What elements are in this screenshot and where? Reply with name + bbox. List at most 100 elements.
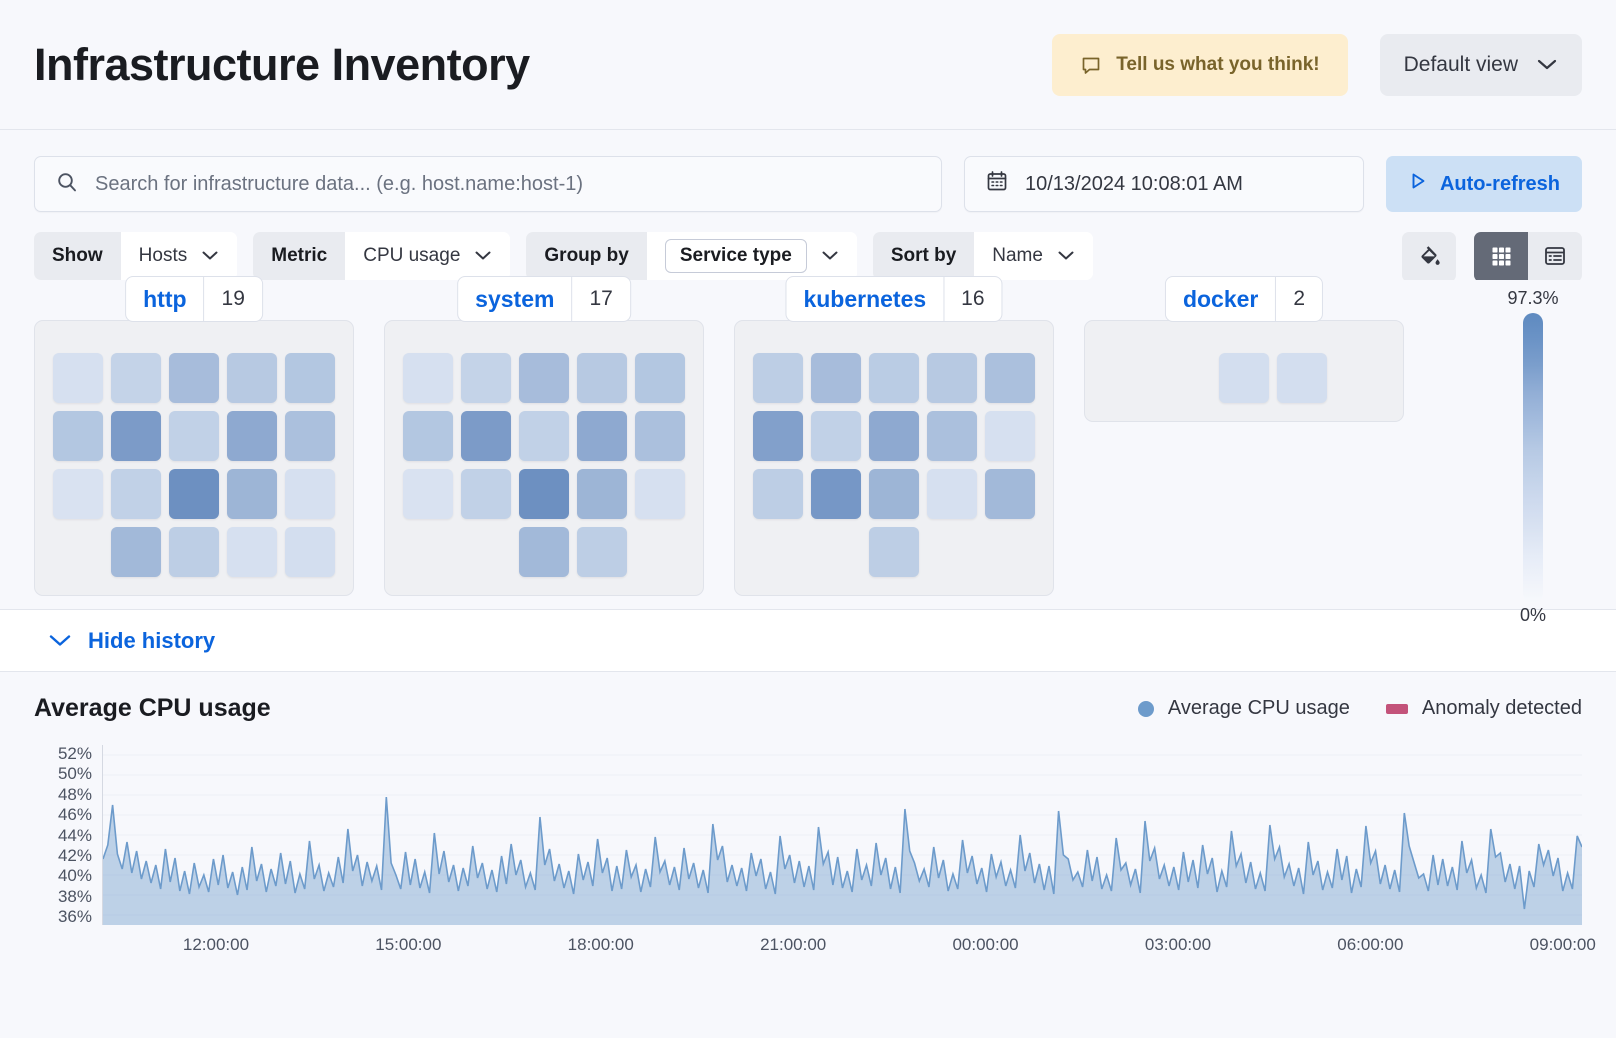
- host-tile[interactable]: [635, 469, 685, 519]
- host-tile[interactable]: [227, 527, 277, 577]
- filter-show: Show Hosts: [34, 232, 238, 280]
- host-tile[interactable]: [519, 469, 569, 519]
- palette-button[interactable]: [1402, 232, 1456, 282]
- host-tile[interactable]: [519, 527, 569, 577]
- host-tile[interactable]: [403, 469, 453, 519]
- comment-icon: [1080, 54, 1102, 76]
- host-tile[interactable]: [53, 353, 103, 403]
- tile-grid: [53, 353, 335, 577]
- host-tile[interactable]: [869, 353, 919, 403]
- host-tile[interactable]: [577, 469, 627, 519]
- host-tile[interactable]: [577, 527, 627, 577]
- host-tile[interactable]: [111, 353, 161, 403]
- host-tile[interactable]: [53, 469, 103, 519]
- search-row: 10/13/2024 10:08:01 AM Auto-refresh: [34, 156, 1582, 212]
- filter-show-label: Show: [34, 232, 121, 280]
- chart-plot-area[interactable]: [102, 745, 1582, 925]
- group-name-label: docker: [1182, 285, 1259, 312]
- host-tile[interactable]: [285, 527, 335, 577]
- host-tile[interactable]: [811, 353, 861, 403]
- host-tile[interactable]: [869, 411, 919, 461]
- host-tile[interactable]: [461, 411, 511, 461]
- filter-sort-by-value[interactable]: Name: [974, 232, 1093, 280]
- host-tile[interactable]: [1277, 353, 1327, 403]
- chart-area-fill: [103, 797, 1582, 925]
- host-tile[interactable]: [927, 411, 977, 461]
- y-tick-label: 40%: [57, 866, 92, 886]
- filter-metric-value[interactable]: CPU usage: [345, 232, 511, 280]
- host-tile[interactable]: [985, 411, 1035, 461]
- filter-group-by-value[interactable]: Service type: [646, 232, 857, 280]
- host-tile[interactable]: [169, 469, 219, 519]
- host-tile[interactable]: [753, 469, 803, 519]
- view-select-label: Default view: [1403, 52, 1518, 76]
- host-tile[interactable]: [227, 469, 277, 519]
- list-view-button[interactable]: [1528, 232, 1582, 282]
- host-tile[interactable]: [169, 411, 219, 461]
- host-tile[interactable]: [577, 353, 627, 403]
- group-title-docker[interactable]: docker 2: [1164, 276, 1324, 322]
- host-tile[interactable]: [635, 411, 685, 461]
- filter-group-by-label: Group by: [526, 232, 647, 280]
- host-tile[interactable]: [227, 411, 277, 461]
- host-tile[interactable]: [985, 469, 1035, 519]
- tile-spacer: [753, 527, 803, 577]
- host-tile[interactable]: [227, 353, 277, 403]
- host-tile[interactable]: [111, 411, 161, 461]
- hide-history-toggle[interactable]: Hide history: [0, 610, 1616, 672]
- host-tile[interactable]: [519, 353, 569, 403]
- search-input[interactable]: [93, 171, 921, 197]
- host-tile[interactable]: [635, 353, 685, 403]
- grid-view-icon: [1489, 244, 1513, 271]
- host-tile[interactable]: [811, 411, 861, 461]
- chevron-down-icon: [48, 628, 72, 654]
- date-picker[interactable]: 10/13/2024 10:08:01 AM: [964, 156, 1364, 212]
- host-tile[interactable]: [285, 411, 335, 461]
- host-tile[interactable]: [927, 469, 977, 519]
- host-tile[interactable]: [1219, 353, 1269, 403]
- host-tile[interactable]: [111, 469, 161, 519]
- host-tile[interactable]: [53, 411, 103, 461]
- host-tile[interactable]: [869, 527, 919, 577]
- host-tile[interactable]: [111, 527, 161, 577]
- chevron-down-icon: [201, 245, 219, 267]
- page-title: Infrastructure Inventory: [34, 39, 530, 90]
- host-tile[interactable]: [519, 411, 569, 461]
- y-tick-label: 48%: [57, 784, 92, 804]
- group-name-label: kubernetes: [803, 285, 927, 312]
- search-field[interactable]: [34, 156, 942, 212]
- auto-refresh-button[interactable]: Auto-refresh: [1386, 156, 1582, 212]
- grid-view-button[interactable]: [1474, 232, 1528, 282]
- chart-legend: Average CPU usage Anomaly detected: [1137, 697, 1582, 720]
- host-tile[interactable]: [985, 353, 1035, 403]
- view-select-button[interactable]: Default view: [1379, 33, 1582, 96]
- host-tile[interactable]: [869, 469, 919, 519]
- host-tile[interactable]: [577, 411, 627, 461]
- chevron-down-icon: [821, 245, 839, 267]
- feedback-button[interactable]: Tell us what you think!: [1052, 33, 1348, 96]
- chart-line: [103, 797, 1582, 909]
- host-tile[interactable]: [403, 411, 453, 461]
- host-tile[interactable]: [285, 353, 335, 403]
- host-tile[interactable]: [927, 353, 977, 403]
- host-tile[interactable]: [169, 527, 219, 577]
- host-tile[interactable]: [461, 469, 511, 519]
- group-count-badge: 2: [1275, 277, 1322, 321]
- host-tile[interactable]: [753, 411, 803, 461]
- host-tile[interactable]: [403, 353, 453, 403]
- group-docker: docker 2: [1084, 276, 1404, 422]
- host-tile[interactable]: [461, 353, 511, 403]
- filter-show-value[interactable]: Hosts: [120, 232, 238, 280]
- group-count-badge: 19: [203, 277, 262, 321]
- host-tile[interactable]: [285, 469, 335, 519]
- host-tile[interactable]: [169, 353, 219, 403]
- host-tile[interactable]: [753, 353, 803, 403]
- filter-metric: Metric CPU usage: [253, 232, 511, 280]
- x-tick-label: 09:00:00: [1529, 935, 1596, 954]
- host-tile[interactable]: [811, 469, 861, 519]
